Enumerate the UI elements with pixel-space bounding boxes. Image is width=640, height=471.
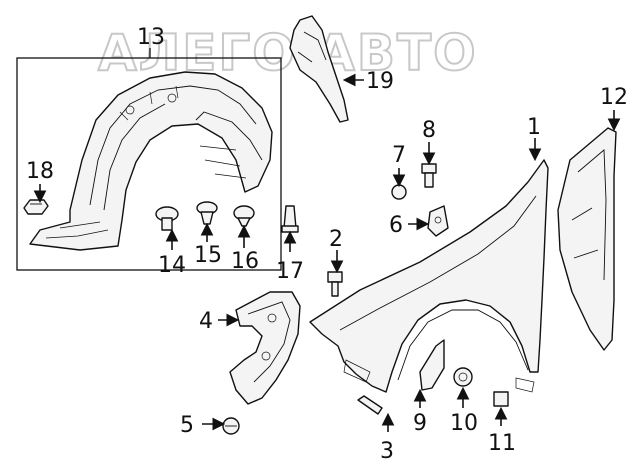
callout-5: 5	[180, 413, 194, 438]
fender-seal-19	[289, 15, 349, 123]
fender-liner-13	[29, 71, 273, 251]
clip-16	[233, 205, 255, 227]
bolt-8	[421, 163, 437, 188]
callout-16: 16	[231, 249, 259, 274]
callout-10: 10	[450, 411, 478, 436]
callout-13: 13	[137, 25, 165, 50]
nut-11	[493, 391, 509, 407]
clip-18	[23, 199, 49, 215]
leader-arrows	[33, 73, 621, 432]
callout-14: 14	[158, 253, 186, 278]
callout-8: 8	[422, 118, 436, 143]
callout-3: 3	[380, 439, 394, 464]
bolt-10	[453, 367, 473, 387]
callout-18: 18	[26, 159, 54, 184]
callout-15: 15	[194, 243, 222, 268]
fender-side-seal-12	[557, 127, 617, 351]
grommet-7	[391, 184, 407, 200]
callout-11: 11	[488, 431, 516, 456]
screw-5	[222, 417, 240, 435]
callout-7: 7	[392, 143, 406, 168]
rivet-17	[281, 205, 299, 233]
bracket-6	[427, 205, 449, 237]
callout-2: 2	[329, 227, 343, 252]
callout-6: 6	[389, 213, 403, 238]
clip-14	[155, 206, 179, 231]
splash-shield-4	[229, 291, 301, 405]
bolt-2	[327, 271, 343, 297]
callout-4: 4	[199, 309, 213, 334]
callout-12: 12	[600, 85, 628, 110]
front-fender-1	[309, 159, 549, 393]
callout-9: 9	[413, 411, 427, 436]
callout-19: 19	[366, 69, 394, 94]
bracket-9	[419, 339, 445, 391]
callout-17: 17	[276, 259, 304, 284]
bolt-3	[357, 395, 383, 415]
inset-frame	[16, 57, 282, 271]
watermark-logo: АЛЕГО АВТО	[98, 24, 478, 82]
clip-15	[196, 201, 218, 225]
callout-1: 1	[527, 115, 541, 140]
